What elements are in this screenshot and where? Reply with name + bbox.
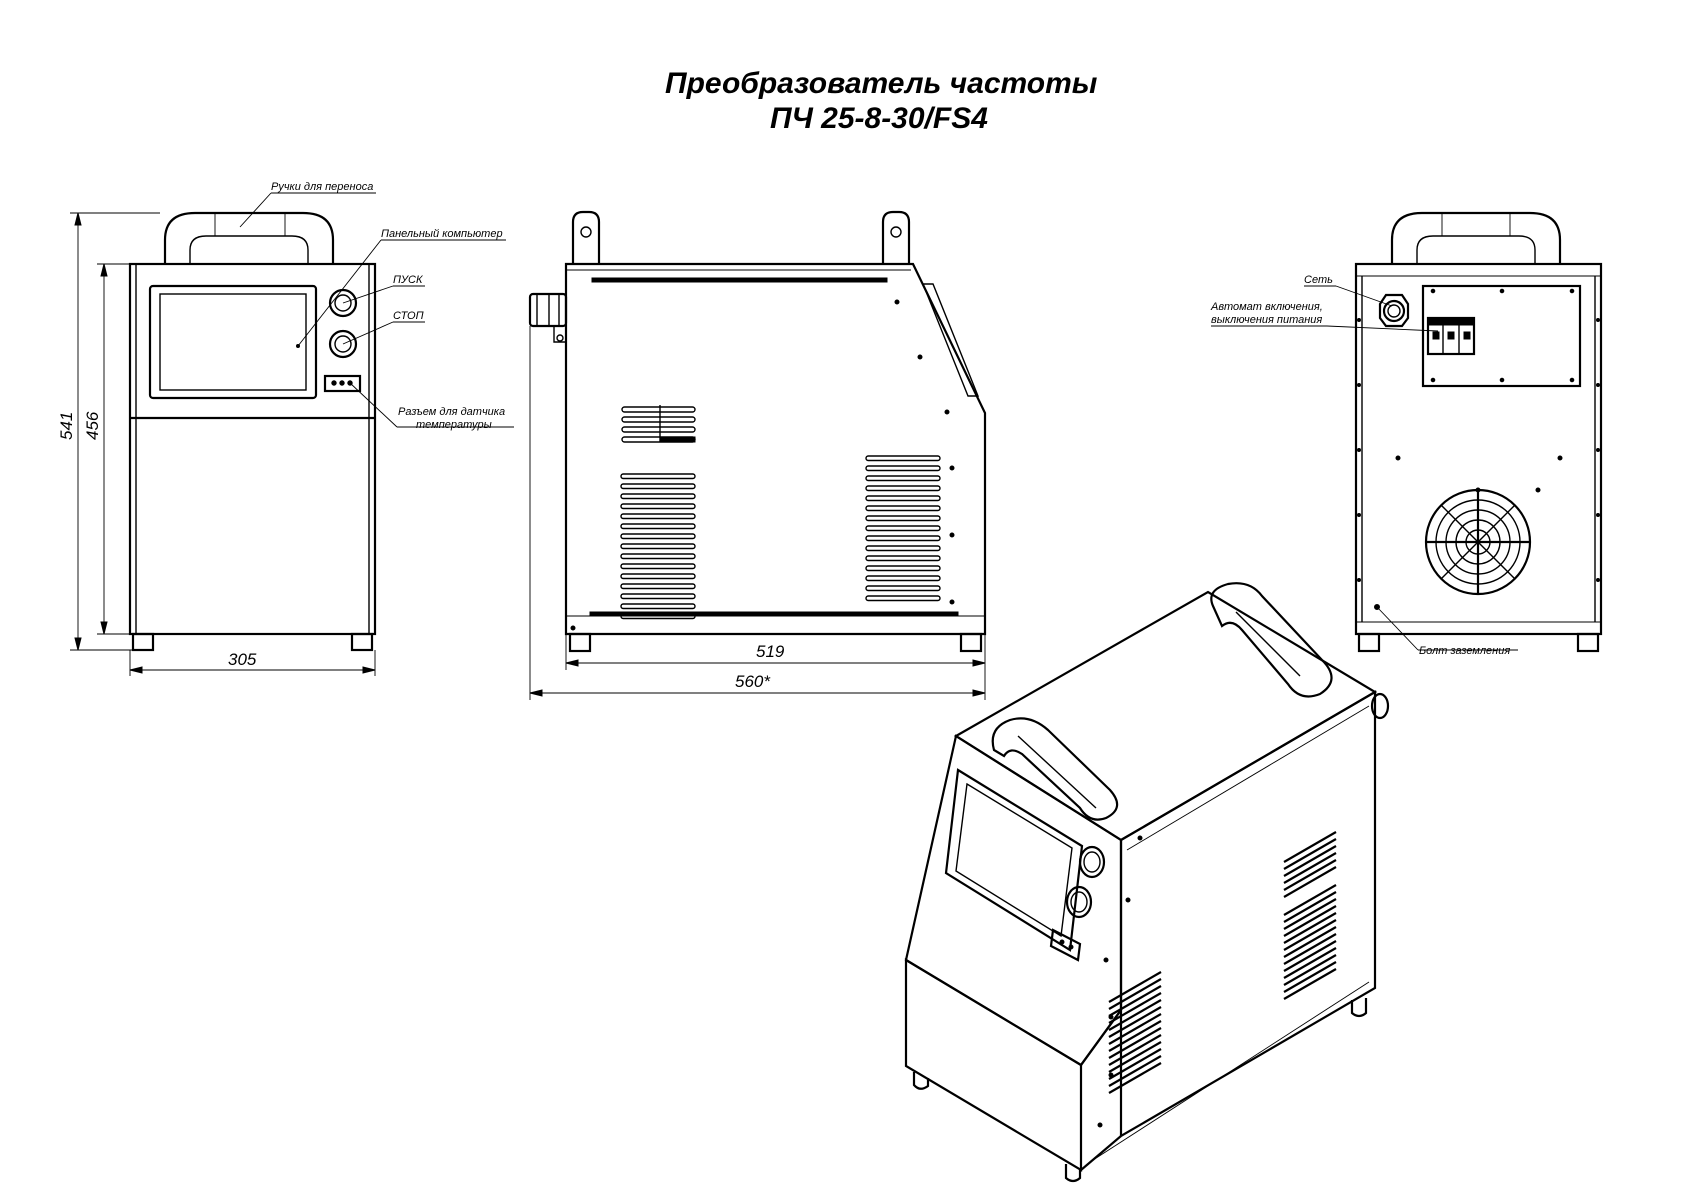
vent-slot [620, 503, 696, 510]
callout-ground-bolt: Болт заземления [1419, 645, 1510, 657]
vent-slot [865, 485, 941, 492]
vent-slot [620, 543, 696, 550]
vent-slot [620, 513, 696, 520]
vent-slot [865, 555, 941, 562]
side-vent-left [620, 473, 696, 620]
vent-slot [865, 535, 941, 542]
vent-slot [1283, 919, 1337, 951]
iso-vents [1108, 831, 1337, 1094]
vent-slot [865, 465, 941, 472]
vent-slot [1283, 838, 1337, 870]
dim-depth-body: 519 [756, 642, 785, 661]
vent-slot [1283, 852, 1337, 884]
vent-slot [1108, 1020, 1162, 1052]
vent-slot [1108, 1006, 1162, 1038]
front-view: Ручки для переноса Панельный компьютер П… [57, 181, 514, 676]
side-vent-right [865, 455, 941, 602]
callout-handles: Ручки для переноса [271, 181, 373, 193]
vent-slot [865, 475, 941, 482]
vent-slot [620, 563, 696, 570]
vent-slot [620, 523, 696, 530]
vent-slot [1108, 1041, 1162, 1073]
vent-slot [1283, 940, 1337, 972]
vent-slot [1283, 845, 1337, 877]
vent-slot [620, 533, 696, 540]
vent-slot [1283, 912, 1337, 944]
vent-slot [1283, 961, 1337, 993]
side-view: 519 560* [528, 210, 987, 700]
vent-slot [1108, 1062, 1162, 1094]
vent-slot [620, 583, 696, 590]
vent-slot [1283, 831, 1337, 863]
vent-slot [865, 525, 941, 532]
vent-slot [1283, 859, 1337, 891]
vent-slot [620, 603, 696, 610]
callout-temp-sensor-line1: Разъем для датчика [398, 406, 505, 418]
vent-slot [620, 483, 696, 490]
vent-slot [1283, 891, 1337, 923]
dim-depth-total: 560* [735, 672, 771, 691]
drawing-title-line1: Преобразователь частоты [665, 67, 1098, 100]
vent-slot [620, 593, 696, 600]
vent-slot [865, 515, 941, 522]
vent-slot [1108, 971, 1162, 1003]
vent-slot [1108, 1013, 1162, 1045]
dim-body-height: 456 [83, 411, 102, 440]
vent-slot [1283, 884, 1337, 916]
vent-slot [865, 575, 941, 582]
callout-start: ПУСК [393, 274, 423, 286]
dim-total-height: 541 [57, 412, 76, 440]
fan-grille [1424, 488, 1532, 596]
vent-slot [1283, 933, 1337, 965]
vent-slot [1283, 898, 1337, 930]
drawing-title-line2: ПЧ 25-8-30/FS4 [770, 102, 988, 135]
vent-slot [1283, 954, 1337, 986]
callout-temp-sensor-line2: температуры [416, 419, 492, 431]
vent-slot [620, 573, 696, 580]
vent-slot [620, 613, 696, 620]
callout-panel-pc: Панельный компьютер [381, 228, 503, 240]
dim-width: 305 [228, 650, 257, 669]
vent-slot [1283, 947, 1337, 979]
vent-slot [1108, 978, 1162, 1010]
vent-slot [1283, 905, 1337, 937]
vent-slot [1108, 1034, 1162, 1066]
vent-slot [865, 505, 941, 512]
callout-mains: Сеть [1304, 274, 1333, 286]
rear-view: Сеть Автомат включения, выключения питан… [1210, 211, 1603, 657]
vent-slot [1108, 1048, 1162, 1080]
vent-slot [1108, 992, 1162, 1024]
callout-stop: СТОП [393, 310, 424, 322]
vent-slot [1283, 968, 1337, 1000]
vent-slot [620, 493, 696, 500]
vent-slot [1108, 999, 1162, 1031]
isometric-view [904, 582, 1390, 1183]
vent-slot [865, 495, 941, 502]
vent-slot [1283, 926, 1337, 958]
callout-breaker-line1: Автомат включения, [1210, 301, 1323, 313]
vent-slot [620, 473, 696, 480]
vent-slot [865, 595, 941, 602]
vent-slot [1108, 1055, 1162, 1087]
vent-slot [1108, 1027, 1162, 1059]
vent-slot [865, 565, 941, 572]
vent-slot [620, 553, 696, 560]
vent-slot [1108, 985, 1162, 1017]
vent-slot [865, 585, 941, 592]
vent-slot [865, 455, 941, 462]
vent-slot [1283, 866, 1337, 898]
callout-breaker-line2: выключения питания [1211, 314, 1322, 326]
vent-slot [865, 545, 941, 552]
side-small-vent [621, 405, 696, 443]
